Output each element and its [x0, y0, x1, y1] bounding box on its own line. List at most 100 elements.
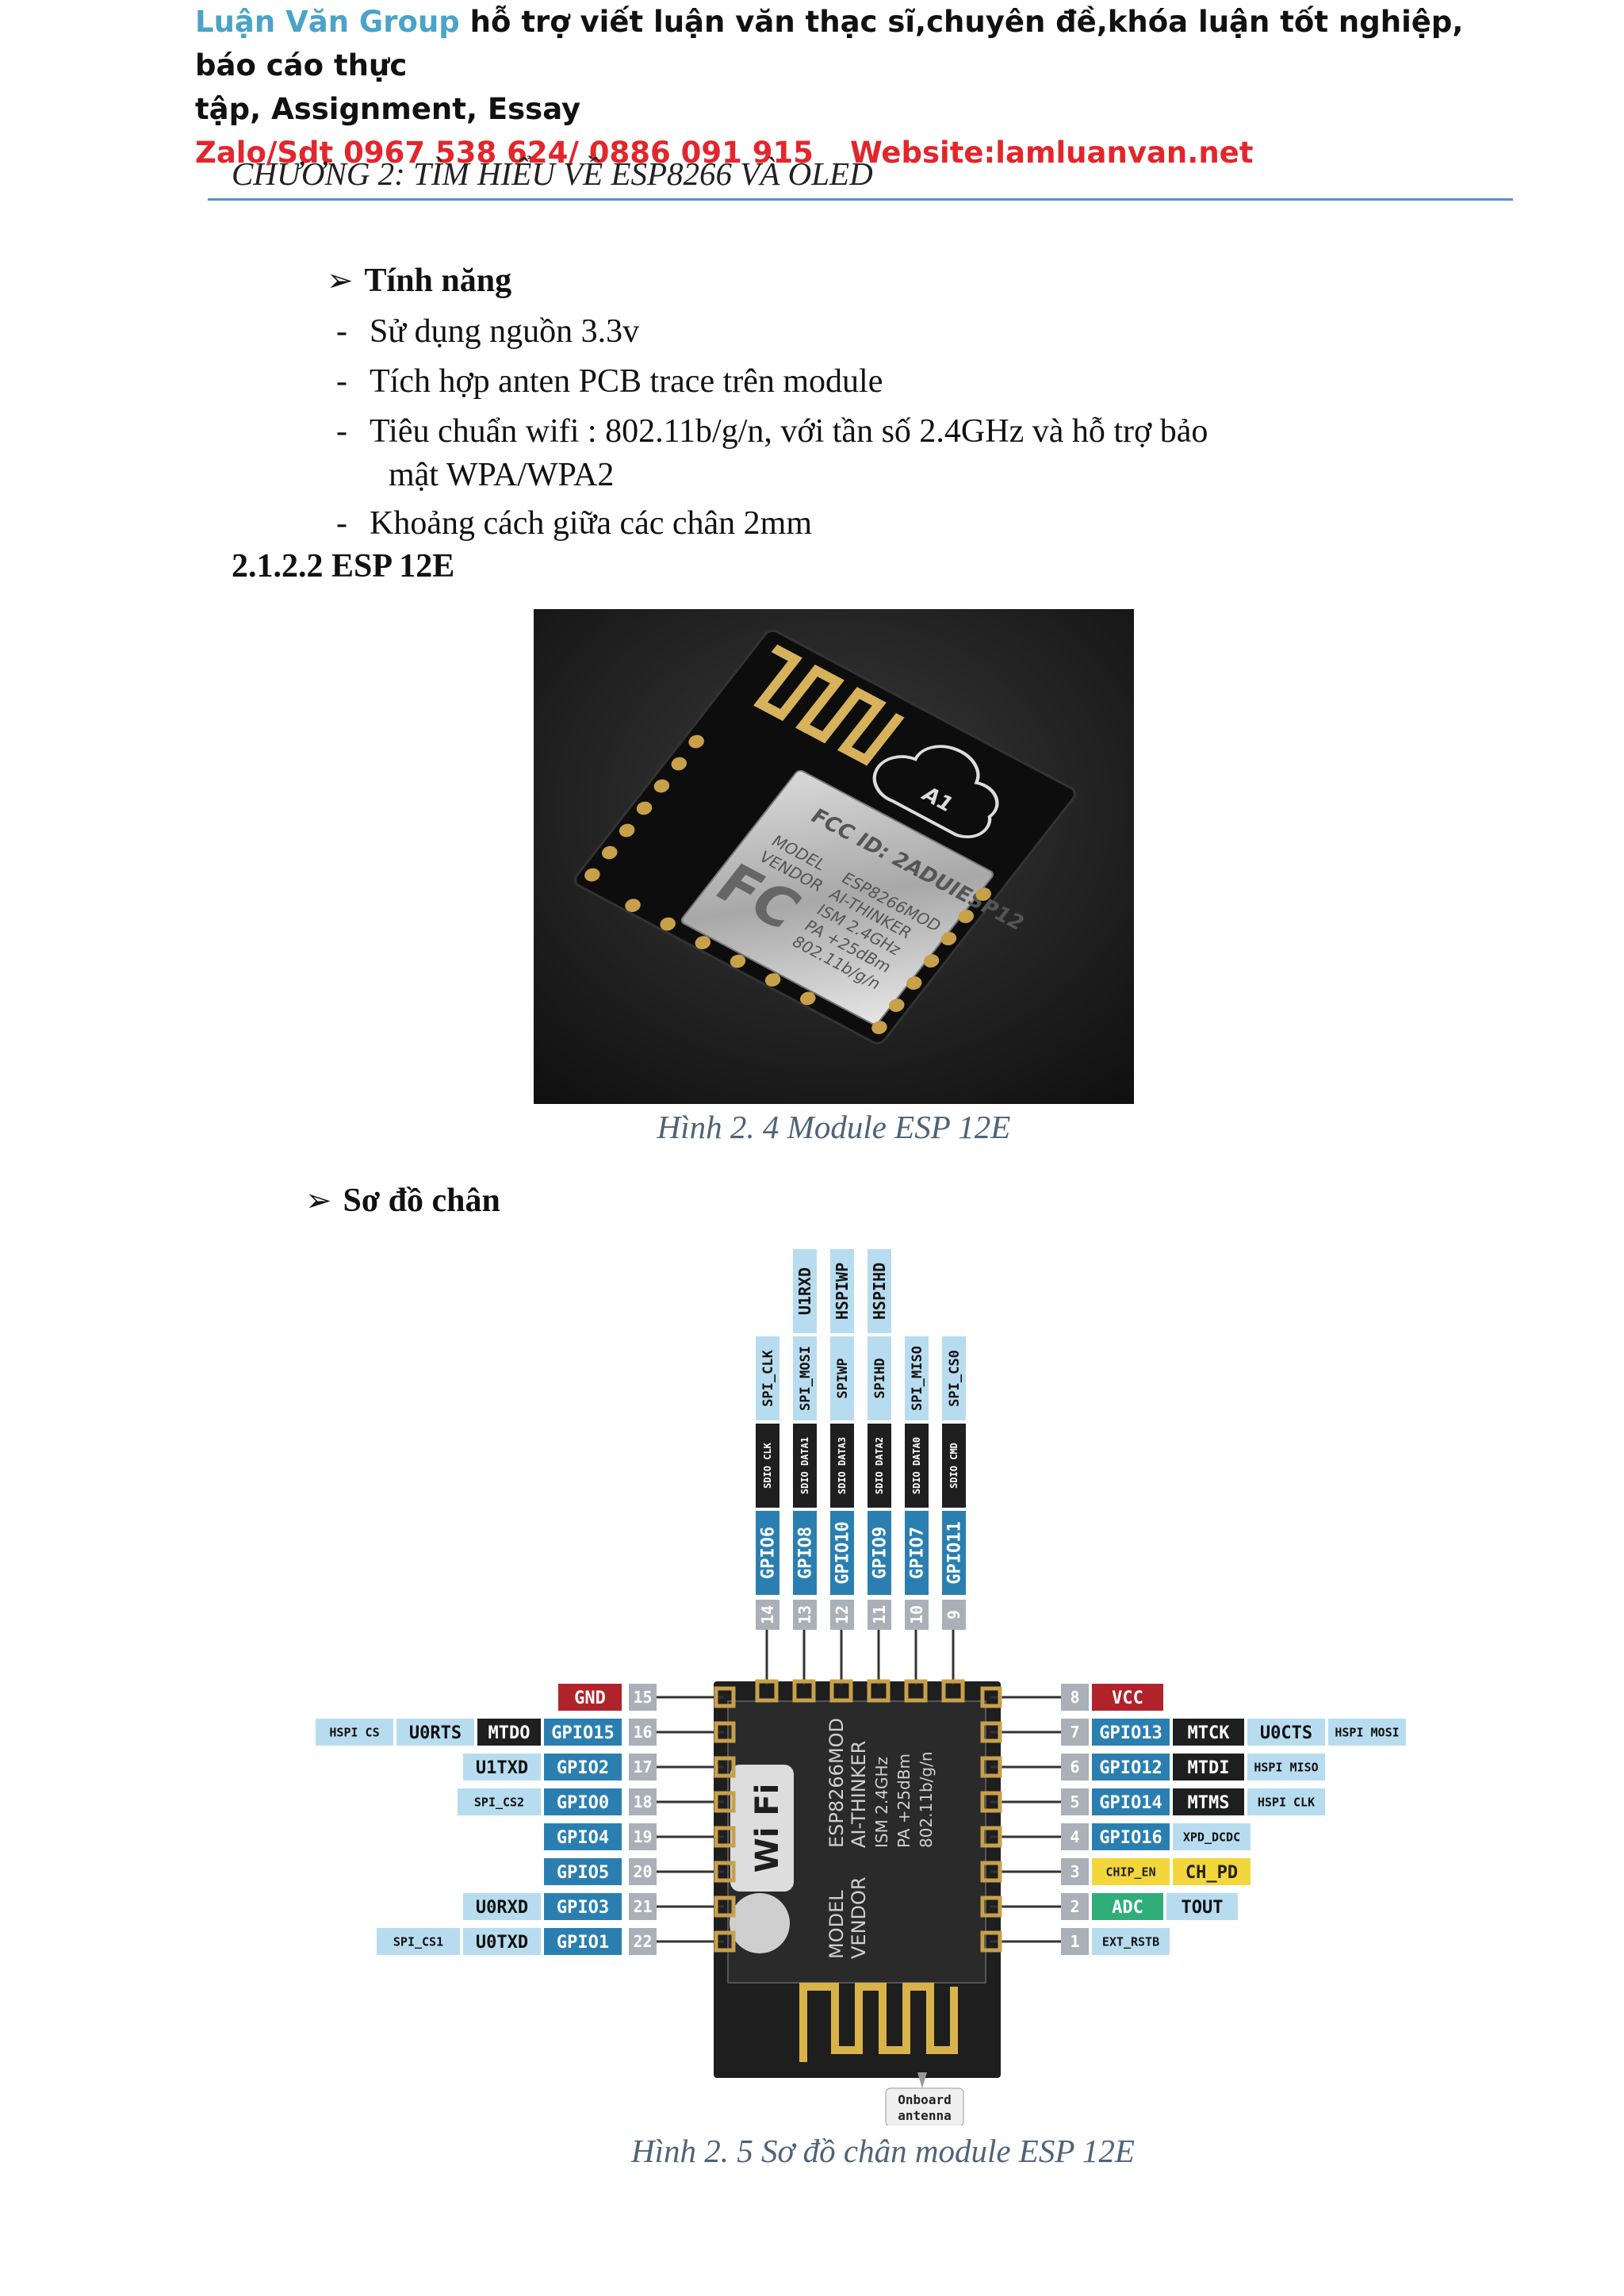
- header-line-2: tập, Assignment, Essay: [195, 92, 581, 126]
- left-pin-label: MTDO: [488, 1723, 530, 1743]
- right-pin-label-box: [1173, 1858, 1251, 1885]
- top-pin-number: 11: [870, 1605, 889, 1624]
- right-pin-label: CH_PD: [1185, 1863, 1238, 1883]
- top-pin-gpio-box: [868, 1511, 891, 1595]
- wifi-logo-icon: [730, 1765, 794, 1892]
- left-pin-label: GPIO5: [557, 1863, 609, 1883]
- left-pin-label: GPIO2: [557, 1758, 609, 1778]
- top-pin-spi-box: [756, 1336, 779, 1420]
- arrow-bullet-icon: ➢: [327, 263, 354, 299]
- top-pad: [792, 1679, 816, 1703]
- top-pad: [829, 1679, 853, 1703]
- top-pin-gpio-box: [905, 1511, 929, 1595]
- feature-item: -Sử dụng nguồn 3.3v: [336, 313, 640, 350]
- right-pad: [980, 1721, 1002, 1743]
- right-pin-label-box: [1092, 1893, 1163, 1920]
- figure2-caption: Hình 2. 5 Sơ đồ chân module ESP 12E: [631, 2133, 1135, 2169]
- left-pin-label: U0TXD: [476, 1933, 528, 1953]
- top-pin-sdio: SDIO CLK: [762, 1442, 773, 1489]
- top-pin-sdio: SDIO DATA0: [911, 1437, 922, 1494]
- right-pin-label-box: [1092, 1928, 1170, 1955]
- top-pin-sdio: SDIO CMD: [948, 1443, 959, 1489]
- right-pad: [980, 1861, 1002, 1883]
- right-pin-label-box: [1173, 1719, 1244, 1746]
- top-pad: [867, 1679, 891, 1703]
- left-pin-label-box: [316, 1719, 393, 1746]
- right-pad: [980, 1895, 1002, 1918]
- chip-label: PA +25dBm: [894, 1754, 914, 1848]
- right-pin-label-box: [1173, 1754, 1244, 1780]
- top-pin-number-box: [868, 1600, 891, 1630]
- top-pin-spi: SPI_CS0: [947, 1350, 963, 1407]
- top-pin-extra: HSPIHD: [870, 1263, 889, 1320]
- right-pin-number-box: [1061, 1754, 1089, 1780]
- right-pin-label-box: [1247, 1719, 1325, 1746]
- top-pin-number: 9: [944, 1610, 963, 1619]
- top-pin-extra-box: [868, 1249, 891, 1333]
- left-pin-number-box: [629, 1719, 657, 1746]
- right-pin-number: 1: [1070, 1932, 1079, 1951]
- right-pin-label: VCC: [1112, 1688, 1143, 1708]
- top-pin-spi-box: [868, 1336, 891, 1420]
- right-pin-label-box: [1173, 1788, 1244, 1815]
- antenna-label: Onboard: [898, 2092, 951, 2107]
- chip-label: MODEL: [825, 1890, 848, 1959]
- top-pin-spi: SPI_MOSI: [798, 1346, 814, 1411]
- right-pin-label-box: [1092, 1684, 1163, 1711]
- right-pin-label: CHIP_EN: [1105, 1865, 1155, 1879]
- top-pin-extra: U1RXD: [795, 1267, 814, 1315]
- left-pad: [714, 1791, 736, 1813]
- top-pin-sdio-box: [756, 1424, 779, 1508]
- left-pin-number-box: [629, 1788, 657, 1815]
- left-pin-number: 17: [633, 1757, 652, 1777]
- top-pin-gpio-box: [793, 1511, 817, 1595]
- right-pin-label: GPIO16: [1099, 1828, 1162, 1848]
- left-pin-number: 22: [633, 1932, 652, 1951]
- left-pin-label-box: [463, 1928, 541, 1955]
- top-pin-sdio-box: [793, 1424, 817, 1508]
- top-pin-gpio: GPIO10: [833, 1521, 853, 1584]
- module-photo: FCC ID: 2ADUIESP12 MODEL VENDOR ESP8266M…: [534, 609, 1134, 1104]
- left-pin-number-box: [629, 1893, 657, 1920]
- right-pin-number: 4: [1070, 1827, 1079, 1846]
- right-pin-label-box: [1328, 1719, 1406, 1746]
- left-pin-label-box: [477, 1719, 541, 1746]
- top-pin-extra-box: [793, 1249, 817, 1333]
- feature-item: -Tích hợp anten PCB trace trên module: [336, 363, 883, 400]
- brand-name: Luận Văn Group: [195, 5, 460, 39]
- contact-phone: Zalo/Sdt 0967 538 624/ 0886 091 915: [195, 136, 814, 170]
- feature-item: -Khoảng cách giữa các chân 2mm: [336, 505, 813, 542]
- website-link[interactable]: Website:lamluanvan.net: [849, 136, 1254, 170]
- left-pin-label: GPIO3: [557, 1898, 609, 1918]
- left-pad: [714, 1861, 736, 1883]
- top-pin-number: 12: [833, 1605, 852, 1624]
- chapter-divider: [208, 198, 1513, 201]
- left-pin-label: U0RTS: [409, 1723, 462, 1743]
- top-pin-sdio: SDIO DATA1: [799, 1437, 810, 1494]
- left-pin-number-box: [629, 1858, 657, 1885]
- right-pin-label: EXT_RSTB: [1102, 1934, 1159, 1949]
- left-pad: [714, 1930, 736, 1953]
- left-pin-label-box: [396, 1719, 474, 1746]
- left-pad: [714, 1895, 736, 1918]
- right-pin-label-box: [1166, 1893, 1238, 1920]
- right-pin-number-box: [1061, 1893, 1089, 1920]
- chip-label: VENDOR: [848, 1876, 870, 1959]
- right-pin-number: 3: [1070, 1862, 1079, 1881]
- top-pin-spi: SPIHD: [872, 1358, 888, 1398]
- left-pin-label: GPIO4: [557, 1828, 609, 1848]
- top-pin-sdio-box: [905, 1424, 929, 1508]
- header-line-3: Zalo/Sdt 0967 538 624/ 0886 091 915 Websi…: [195, 131, 1464, 174]
- left-pin-label-box: [463, 1893, 541, 1920]
- top-pin-number-box: [942, 1600, 966, 1630]
- top-pin-number: 10: [907, 1605, 926, 1624]
- left-pin-label-box: [544, 1928, 622, 1955]
- right-pin-label: TOUT: [1182, 1898, 1224, 1918]
- top-pin-number-box: [756, 1600, 779, 1630]
- left-pin-label: HSPI CS: [329, 1725, 379, 1739]
- chip-label: AI-THINKER: [848, 1741, 870, 1848]
- top-pin-gpio: GPIO9: [871, 1527, 891, 1579]
- top-pin-gpio-box: [756, 1511, 779, 1595]
- right-pin-number: 7: [1070, 1723, 1079, 1742]
- right-pin-label-box: [1092, 1788, 1170, 1815]
